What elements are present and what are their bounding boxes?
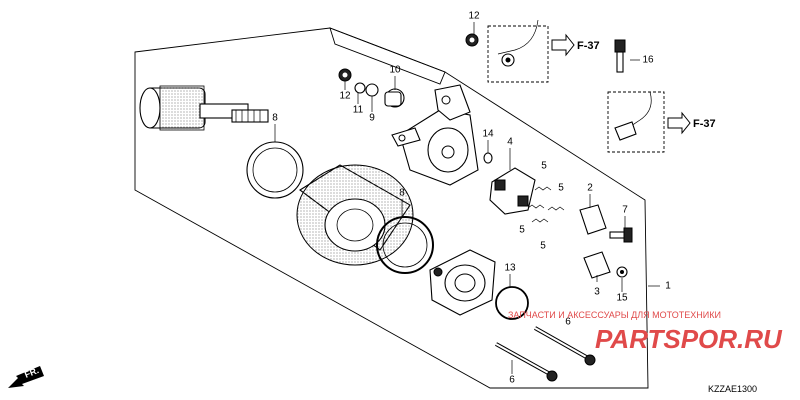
screw-7 [609, 227, 633, 243]
callout-6a: 6 [565, 317, 571, 328]
ref-arrow-upper-icon [551, 33, 575, 57]
bolt-16 [614, 39, 626, 73]
cable-upper [497, 19, 539, 67]
leader-lines [274, 22, 660, 374]
callout-7: 7 [622, 205, 628, 216]
callout-8a: 8 [272, 113, 278, 124]
callout-10: 10 [389, 65, 401, 76]
callout-5a: 5 [541, 161, 547, 172]
callout-12-lower: 12 [339, 91, 351, 102]
diagram-code: KZZAE1300 [708, 384, 757, 394]
o-ring-left [246, 141, 304, 199]
callout-11: 11 [353, 105, 364, 116]
ref-label-upper: F-37 [577, 40, 600, 52]
callout-1: 1 [665, 281, 671, 292]
ref-label-lower: F-37 [693, 118, 716, 130]
bushing-10 [384, 88, 405, 108]
brush-2 [579, 204, 607, 235]
washer-9 [365, 83, 379, 97]
watermark-tagline: ЗАПЧАСТИ И АКСЕССУАРЫ ДЛЯ МОТОТЕХНИКИ [508, 310, 721, 320]
callout-16: 16 [642, 55, 654, 66]
washer-14 [483, 152, 493, 164]
callout-13: 13 [504, 263, 516, 274]
brush-holder-part [489, 167, 536, 215]
callout-9: 9 [369, 113, 375, 124]
motor-case-part [296, 164, 414, 266]
through-bolt-upper [534, 326, 596, 366]
armature-part [139, 85, 269, 131]
ref-arrow-lower-icon [667, 111, 691, 135]
rear-cover-part [391, 109, 479, 186]
o-ring-13 [495, 286, 529, 320]
callout-2: 2 [587, 183, 593, 194]
callout-5c: 5 [519, 225, 525, 236]
callout-labels: 1 2 3 4 5 5 5 5 6 6 7 8 8 9 10 11 12 12 … [272, 11, 671, 386]
ref-box-cable-lower [607, 91, 665, 153]
callout-14: 14 [482, 129, 494, 140]
bracket-part [434, 84, 471, 121]
callout-4: 4 [507, 137, 513, 148]
brush-springs [527, 186, 565, 223]
callout-3: 3 [594, 287, 600, 298]
bracket-frame [329, 27, 446, 85]
callout-5d: 5 [540, 241, 546, 252]
callout-5b: 5 [558, 183, 564, 194]
washer-11 [354, 82, 366, 94]
screw-15 [616, 266, 628, 278]
callout-8b: 8 [399, 188, 405, 199]
o-ring-right [376, 216, 434, 274]
callout-15: 15 [616, 293, 628, 304]
cable-lower [614, 91, 652, 141]
front-cover-part [429, 249, 496, 316]
brush-3 [583, 251, 611, 279]
ref-box-cable-upper [487, 25, 549, 83]
watermark-brand: PARTSPOR.RU [595, 324, 783, 354]
callout-12-upper: 12 [468, 11, 480, 22]
through-bolt-lower [495, 342, 558, 382]
callout-6b: 6 [509, 375, 515, 386]
front-direction-arrow-icon: FR. [8, 365, 44, 388]
